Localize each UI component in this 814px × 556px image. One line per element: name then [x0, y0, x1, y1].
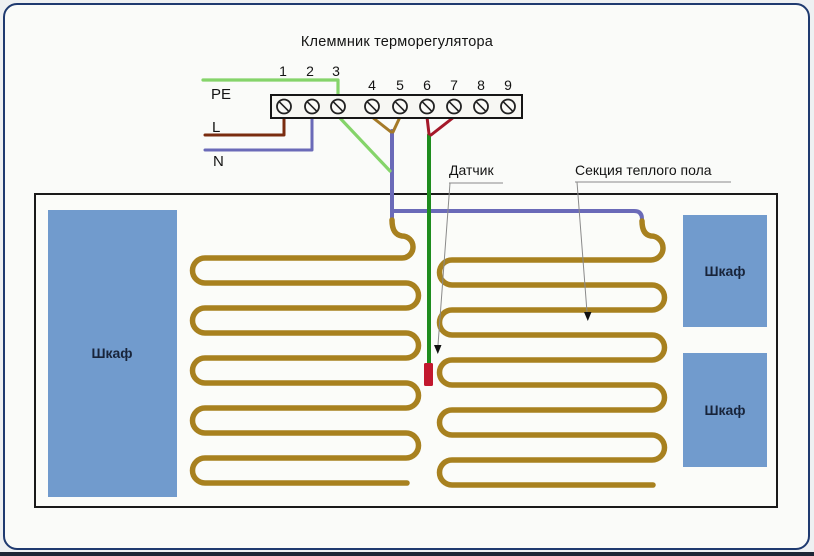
cabinet-right-bottom-label: Шкаф — [704, 402, 745, 418]
floor-sensor-tip — [424, 363, 433, 386]
terminal-number-7: 7 — [450, 77, 458, 93]
terminal-number-3: 3 — [332, 63, 340, 79]
sensor-arrow-icon — [434, 345, 442, 354]
bottom-edge-strip — [0, 552, 814, 556]
pe-label: PE — [211, 86, 231, 103]
heating-section-arrow-icon — [584, 312, 592, 321]
sensor-lead-wires — [425, 115, 456, 137]
pe-wire — [201, 78, 340, 98]
l-wire — [203, 116, 286, 137]
terminal-number-4: 4 — [368, 77, 376, 93]
terminal-block — [270, 94, 523, 119]
diagram-title: Клеммник терморегулятора — [301, 34, 494, 50]
n-label: N — [213, 153, 224, 170]
cabinet-left-label: Шкаф — [91, 345, 132, 361]
cabinet-right-top-label: Шкаф — [704, 263, 745, 279]
terminal-number-5: 5 — [396, 77, 404, 93]
cold-lead-wires — [370, 115, 402, 134]
screw-terminal-icons — [276, 98, 516, 115]
terminal-number-6: 6 — [423, 77, 431, 93]
pe-ground-link — [337, 115, 392, 173]
terminal-number-1: 1 — [279, 63, 287, 79]
cabinet-left — [48, 210, 177, 497]
l-label: L — [212, 119, 220, 136]
n-wire — [203, 116, 314, 152]
sensor-callout-label: Датчик — [449, 162, 494, 178]
heating-section-callout-label: Секция теплого пола — [575, 162, 712, 178]
terminal-number-8: 8 — [477, 77, 485, 93]
cabinet-right-top — [683, 215, 767, 327]
heating-mat-right — [436, 218, 668, 488]
heating-mat-left — [189, 217, 422, 486]
heating-section-leader-line — [575, 181, 731, 313]
terminal-number-2: 2 — [306, 63, 314, 79]
cabinet-right-bottom — [683, 353, 767, 467]
terminal-number-9: 9 — [504, 77, 512, 93]
sensor-leader-line — [437, 182, 503, 346]
